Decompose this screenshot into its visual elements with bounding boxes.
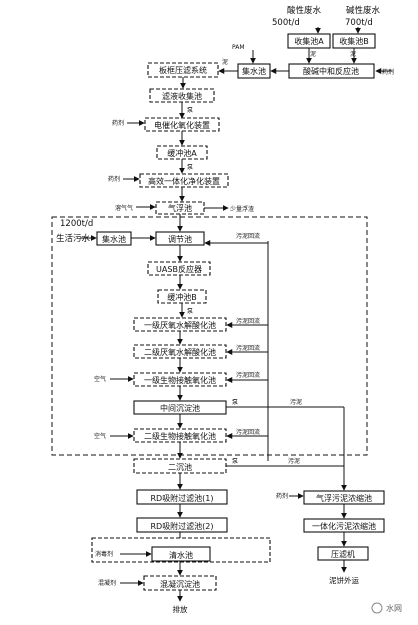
electrocatalytic-oxidation-label: 电催化氧化装置 [154,120,210,130]
mud-label-sump: 泥 [222,58,228,66]
sludge-reflux-label-2: 污泥回流 [236,317,260,325]
sludge-reflux-label-3: 污泥回流 [236,344,260,352]
sludge-reflux-label-5: 污泥回流 [236,428,260,436]
domestic-wastewater-label: 生活污水 [56,233,91,244]
alkali-wastewater-label: 碱性废水 [346,5,381,16]
filter-press-machine-label: 压滤机 [331,549,355,559]
pump-label-3: 泵 [187,308,193,315]
pump-label-4: 泵 [232,399,238,406]
dissolved-air-label: 溶气气 [115,204,133,212]
filter-press-system-label: 板框压滤系统 [159,65,207,75]
clear-water-tank-label: 清水池 [169,550,193,560]
collect-pool-a-label: 收集池A [294,36,324,46]
air-flotation-tank-label: 气浮池 [168,203,192,213]
disinfectant-label: 消毒剂 [95,550,113,558]
sump-tank-label: 集水池 [242,66,266,76]
hydrolysis-acidification-2-label: 二级厌氧水解酸化池 [144,347,216,357]
collect-pool-b-label: 收集池B [339,36,369,46]
integrated-purifier-label: 高效一体化净化装置 [148,176,220,186]
integrated-sludge-thickener-label: 一体化污泥浓缩池 [312,521,376,531]
pump-label-5: 泵 [232,458,238,465]
watermark-label: 水网 [386,603,402,613]
agent-label-sludge: 药剂 [276,492,288,500]
bio-contact-oxidation-1-label: 一级生物接触氧化池 [144,375,216,385]
filtrate-pool-label: 滤液收集池 [162,91,202,101]
buffer-pool-a-label: 缓冲池A [167,148,197,158]
rd-adsorption-filter-2 [136,517,228,533]
agent-label-electro: 药剂 [112,119,124,127]
alkali-flow-label: 700t/d [345,18,373,28]
sludge-label-1: 污泥 [290,398,302,406]
hydrolysis-acidification-1-label: 一级厌氧水解酸化池 [144,320,216,330]
uasb-reactor [147,261,211,276]
sludge-cake-out-label: 泥饼外运 [329,575,359,585]
pump-label-2: 泵 [187,164,193,171]
domestic-flow-label: 1200t/d [60,219,93,229]
sludge-reflux-label-4: 污泥回流 [236,371,260,379]
acid-flow-label: 500t/d [272,18,300,28]
mud-label-b: 泥 [350,50,356,58]
air-label-2: 空气 [94,432,106,440]
sludge-thickener-flotation-label: 气浮污泥浓缩池 [316,493,372,503]
coagulant-label: 混凝剂 [98,579,116,587]
bio-contact-oxidation-2-label: 二级生物接触氧化池 [144,431,216,441]
rd-adsorption-filter-1-label: RD吸附过滤池(1) [150,493,213,503]
domestic-sump-tank-label: 集水池 [102,234,126,244]
sludge-reflux-label-1: 污泥回流 [236,232,260,240]
mud-label-a: 泥 [310,50,316,58]
buffer-pool-b-label: 缓冲池B [167,292,197,302]
rd-adsorption-filter-1 [136,489,228,505]
discharge-label: 排放 [173,604,188,614]
intermediate-settling-tank-label: 中间沉淀池 [160,403,200,413]
acid-wastewater-label: 酸性废水 [287,5,322,16]
pump-label-1: 泵 [187,107,193,114]
floating-scum-label: 少量浮渣 [230,205,254,213]
clear-water-tank [151,546,211,562]
agent-label-purifier: 药剂 [108,175,120,183]
watermark-icon [371,602,383,614]
biochemical-section-frame [51,216,368,456]
pam-label: PAM [232,44,245,51]
regulating-tank-label: 调节池 [168,234,192,244]
air-label-1: 空气 [94,375,106,383]
neutralization-tank-label: 酸碱中和反应池 [303,66,359,76]
secondary-settling-tank-label: 二沉池 [168,462,192,472]
integrated-purifier [139,173,229,188]
agent-label-neutral: 药剂 [382,68,394,76]
rd-adsorption-filter-2-label: RD吸附过滤池(2) [150,521,213,531]
filter-press-system [147,62,219,78]
sludge-label-2: 污泥 [288,457,300,465]
coagulation-settling-tank-label: 混凝沉淀池 [160,579,200,589]
uasb-reactor-label: UASB反应器 [156,264,202,274]
filter-press-machine [317,546,369,561]
